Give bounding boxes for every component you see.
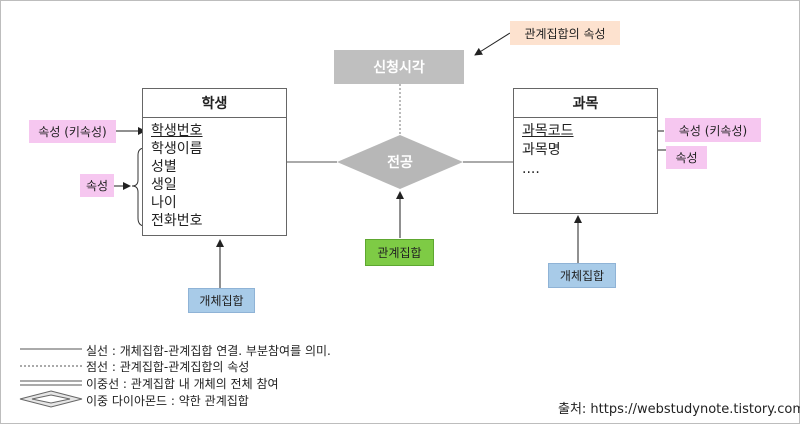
legend-double-diamond-inner: [31, 394, 71, 404]
source-credit: 출처: https://webstudynote.tistory.com/: [558, 402, 800, 417]
student-attribute: 학생이름: [151, 141, 203, 157]
course-attribute: ....: [522, 161, 540, 177]
legend-dotted-text: 점선 : 관계집합-관계집합의 속성: [86, 360, 250, 374]
entity-student-title: 학생: [143, 89, 286, 118]
tag-entity-set-right: 개체집합: [548, 263, 616, 288]
tag-student-attribute: 속성: [80, 174, 114, 197]
tag-relationship-attribute: 관계집합의 속성: [510, 21, 620, 45]
arrow-rel-attr: [474, 32, 511, 56]
relationship-attribute-box: 신청시각: [334, 50, 464, 84]
tag-relationship-set: 관계집합: [365, 239, 434, 266]
tag-course-attribute: 속성: [666, 146, 707, 169]
legend-double-diamond-text: 이중 다이아몬드 : 약한 관계집합: [86, 394, 249, 408]
legend-double-line-text: 이중선 : 관계집합 내 개체의 전체 참여: [86, 377, 279, 391]
relationship-label: 전공: [387, 155, 413, 171]
student-attribute: 성별: [151, 159, 177, 175]
student-attribute: 전화번호: [151, 213, 203, 229]
tag-entity-set-left: 개체집합: [188, 288, 255, 313]
course-attribute: 과목명: [522, 142, 561, 158]
course-key-attribute: 과목코드: [522, 123, 574, 139]
legend-solid-text: 실선 : 개체집합-관계집합 연결. 부분참여를 의미.: [86, 344, 331, 358]
entity-student: 학생 학생번호 학생이름 성별 생일 나이 전화번호: [142, 88, 287, 236]
student-attribute: 생일: [151, 177, 177, 193]
relationship-diamond: [337, 135, 463, 189]
tag-course-key-attribute: 속성 (키속성): [665, 118, 761, 142]
tag-student-key-attribute: 속성 (키속성): [29, 120, 116, 143]
entity-course: 과목 과목코드 과목명 ....: [513, 88, 658, 214]
student-attr-brace: [131, 147, 146, 227]
student-attribute: 나이: [151, 195, 177, 211]
relationship-attribute-label: 신청시각: [373, 60, 425, 76]
entity-course-title: 과목: [514, 89, 657, 118]
student-key-attribute: 학생번호: [151, 123, 203, 139]
